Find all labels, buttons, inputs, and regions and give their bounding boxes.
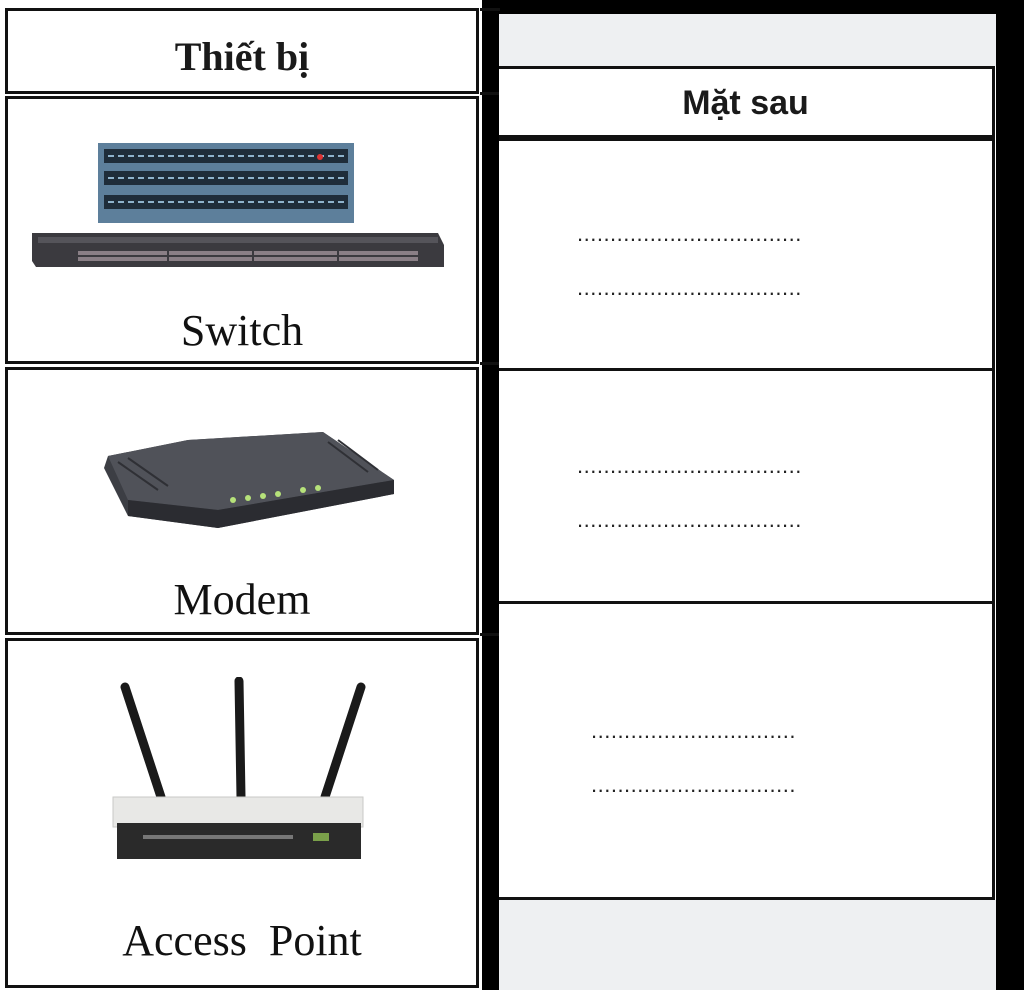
blank-line[interactable]: .................................. — [577, 453, 802, 478]
answer-cell-switch: .................................. .....… — [499, 138, 995, 368]
device-label-switch: Switch — [180, 306, 304, 355]
answer-cell-modem: .................................. .....… — [499, 368, 995, 601]
blank-line[interactable]: ............................... — [591, 718, 796, 743]
device-label-modem: Modem — [173, 575, 311, 624]
modem-icon — [104, 432, 394, 528]
border-tick — [480, 633, 500, 636]
blank-line[interactable]: .................................. — [577, 275, 802, 300]
border-tick — [480, 8, 500, 11]
blank-line[interactable]: ............................... — [591, 772, 796, 797]
network-switch-icon — [32, 143, 444, 267]
border-tick — [480, 92, 500, 95]
right-bottom-blank — [499, 900, 996, 990]
access-point-icon — [112, 677, 366, 859]
blank-line[interactable]: .................................. — [577, 221, 802, 246]
answer-cell-access-point: ............................... ........… — [499, 601, 995, 900]
right-top-blank — [499, 14, 996, 66]
back-header: Mặt sau — [682, 84, 809, 122]
blank-line[interactable]: .................................. — [577, 507, 802, 532]
right-edge — [996, 0, 1024, 990]
device-header-cell: Thiết bị — [5, 8, 479, 94]
device-cell-modem: Modem — [5, 367, 479, 635]
device-cell-access-point: Access Point — [5, 638, 479, 988]
border-tick — [480, 362, 500, 365]
device-cell-switch: Switch — [5, 96, 479, 364]
device-label-access-point: Access Point — [122, 916, 362, 965]
back-header-cell: Mặt sau — [499, 66, 995, 138]
device-header: Thiết bị — [174, 34, 310, 79]
